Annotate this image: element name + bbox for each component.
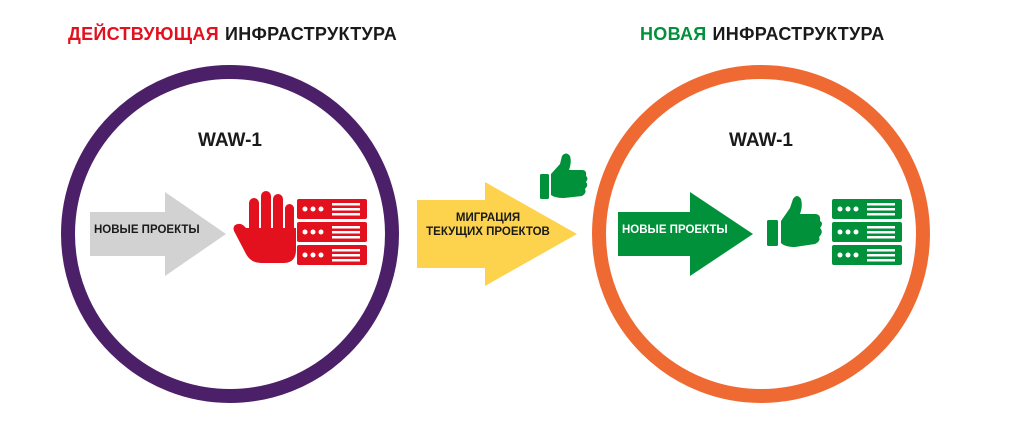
migration-label-line2: ТЕКУЩИХ ПРОЕКТОВ [426, 226, 550, 238]
thumbs-up-icon-migration [540, 153, 588, 199]
heading-current-rest: ИНФРАСТРУКТУРА [224, 24, 398, 44]
server-rack-icon-green [832, 199, 902, 265]
heading-new-rest: ИНФРАСТРУКТУРА [712, 24, 885, 44]
migration-label-line1: МИГРАЦИЯ [455, 212, 521, 224]
migration-arrow-yellow [417, 182, 577, 286]
current-infrastructure-circle [61, 65, 399, 403]
heading-current-accent: ДЕЙСТВУЮЩАЯ [68, 24, 219, 44]
new-projects-label-left: НОВЫЕ ПРОЕКТЫ [94, 224, 200, 236]
new-circle-title: WAW-1 [728, 130, 794, 151]
thumbs-up-icon-new [767, 196, 822, 247]
stop-hand-icon [233, 191, 296, 263]
new-projects-arrow-green [618, 192, 753, 276]
server-rack-icon-red [297, 199, 367, 265]
heading-new-accent: НОВАЯ [640, 24, 707, 44]
new-projects-label-right: НОВЫЕ ПРОЕКТЫ [622, 224, 728, 236]
current-circle-title: WAW-1 [197, 130, 263, 151]
new-infrastructure-circle [592, 65, 930, 403]
new-projects-arrow-gray [90, 192, 226, 276]
migration-label: МИГРАЦИЯ ТЕКУЩИХ ПРОЕКТОВ [420, 211, 556, 239]
